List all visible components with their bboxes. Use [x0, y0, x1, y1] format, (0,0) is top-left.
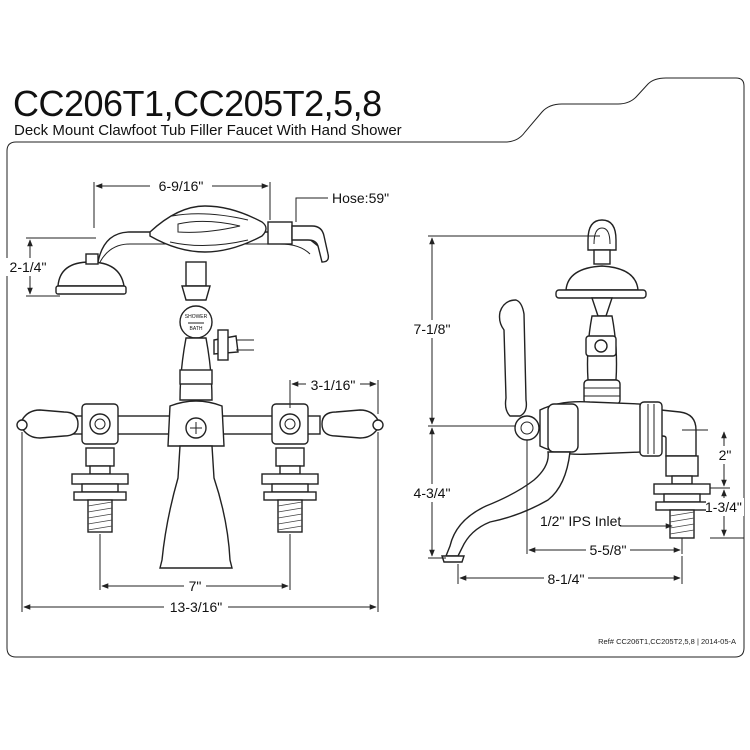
svg-text:Hose:59": Hose:59" — [332, 190, 389, 206]
page-subtitle: Deck Mount Clawfoot Tub Filler Faucet Wi… — [14, 122, 402, 139]
dim-handset-height: 2-1/4" — [6, 237, 96, 297]
svg-text:1/2" IPS Inlet: 1/2" IPS Inlet — [540, 513, 621, 529]
dim-overall-depth: 8-1/4" — [457, 556, 683, 587]
dim-handset-span: 6-9/16" — [93, 176, 271, 228]
left-shank — [71, 447, 129, 533]
svg-text:6-9/16": 6-9/16" — [159, 178, 204, 194]
svg-text:2-1/4": 2-1/4" — [10, 259, 47, 275]
side-shank — [653, 455, 711, 539]
svg-text:1-3/4": 1-3/4" — [705, 499, 742, 515]
valve-label-shower: SHOWER — [185, 314, 208, 320]
dim-spout-height: 4-3/4" — [410, 427, 454, 559]
side-spout — [444, 451, 571, 557]
svg-text:7-1/8": 7-1/8" — [414, 321, 451, 337]
dim-overall-width: 13-3/16" — [21, 432, 379, 616]
side-shower-head — [555, 219, 647, 317]
dim-center-spacing: 7" — [99, 534, 291, 594]
dim-overall-height: 7-1/8" — [410, 235, 600, 425]
spout-front — [159, 445, 233, 569]
front-view: SHOWER BATH — [6, 176, 389, 616]
svg-text:7": 7" — [189, 578, 202, 594]
right-shank — [261, 447, 319, 533]
dim-inlet: 1/2" IPS Inlet — [540, 513, 673, 529]
valve-label-bath: BATH — [190, 326, 203, 332]
dim-handle-center: 3-1/16" — [289, 375, 379, 414]
side-view: 7-1/8" 4-3/4" 2" 1-3/4" 1/2" IPS I — [410, 219, 744, 587]
svg-text:13-3/16": 13-3/16" — [170, 599, 222, 615]
diverter-valve: SHOWER BATH — [179, 305, 254, 361]
handles-assembly — [16, 400, 384, 447]
dim-spout-reach: 5-5/8" — [526, 440, 683, 559]
hand-shower — [55, 205, 330, 301]
side-lever — [498, 299, 528, 417]
dim-shank-length: 1-3/4" — [705, 489, 744, 539]
svg-text:2": 2" — [719, 447, 732, 463]
svg-text:4-3/4": 4-3/4" — [414, 485, 451, 501]
svg-text:8-1/4": 8-1/4" — [548, 571, 585, 587]
svg-text:5-5/8": 5-5/8" — [590, 542, 627, 558]
footer-ref: Ref# CC206T1,CC205T2,5,8 | 2014-05-A — [598, 637, 736, 646]
drawing-frame — [6, 77, 745, 658]
dim-inlet-height: 2" — [682, 429, 736, 489]
svg-text:3-1/16": 3-1/16" — [311, 377, 356, 393]
page-title: CC206T1,CC205T2,5,8 — [13, 83, 382, 124]
riser-lever — [179, 337, 213, 401]
dim-hose: Hose:59" — [295, 190, 389, 222]
